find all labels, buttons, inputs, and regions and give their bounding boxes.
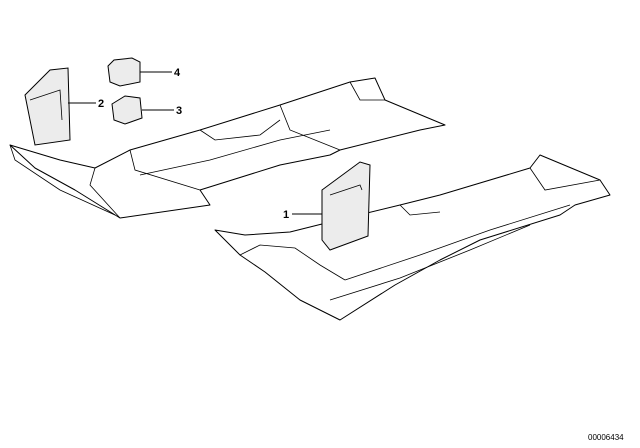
front-floor-carpet (9, 77, 446, 219)
callout-1: 1 (283, 209, 289, 221)
callout-3: 3 (176, 105, 182, 117)
rear-floor-carpet (214, 154, 611, 321)
part-4-cap (107, 57, 141, 87)
part-3-grommet (111, 95, 143, 125)
part-1-trim-panel (321, 161, 371, 251)
callout-4: 4 (174, 67, 181, 79)
reference-number: 00006434 (588, 433, 624, 442)
part-2-bracket (24, 67, 71, 146)
callout-2: 2 (98, 98, 104, 110)
